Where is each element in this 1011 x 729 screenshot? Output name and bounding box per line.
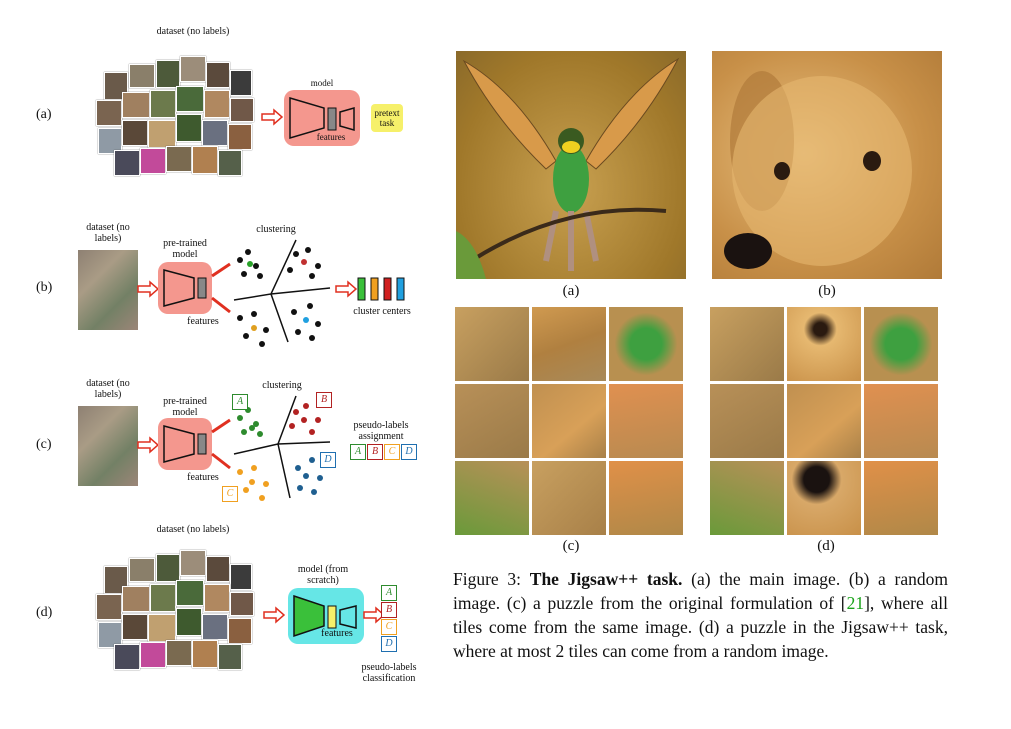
dataset-title-a: dataset (no labels)	[156, 26, 230, 37]
arrow-c-1	[137, 436, 160, 457]
figure-caption: Figure 3: The Jigsaw++ task. (a) the mai…	[453, 567, 948, 663]
class-label-b: B	[381, 602, 397, 618]
class-label-d: D	[381, 636, 397, 652]
features-b: features	[187, 316, 219, 327]
caption-text-2: ], where all tiles come from the same im…	[453, 593, 948, 661]
cluster-label-c: C	[222, 486, 238, 502]
puzzle-tile	[864, 307, 938, 381]
assign-label-d: D	[401, 444, 417, 460]
arrow-b-2	[335, 280, 358, 301]
clustering-plot-b	[233, 239, 331, 347]
puzzle-tile	[532, 461, 606, 535]
sublabel-a: (a)	[562, 283, 580, 299]
model-title-a: model	[310, 78, 334, 88]
puzzle-tile	[864, 384, 938, 458]
image-collage-c	[78, 406, 138, 486]
cluster-label-b: B	[316, 392, 332, 408]
bird-image	[456, 51, 686, 279]
dataset-title-b: dataset (no labels)	[86, 222, 130, 244]
model-title-b: pre-trained model	[163, 238, 207, 260]
puzzle-tile	[455, 307, 529, 381]
puzzle-tile	[532, 384, 606, 458]
model-box-d: features	[288, 588, 364, 644]
arrows-c-split	[211, 418, 231, 470]
puzzle-tile	[455, 384, 529, 458]
puzzle-tile	[710, 307, 784, 381]
puzzle-tile-dog	[787, 461, 861, 535]
image-collage-b	[78, 250, 138, 330]
puzzle-tile	[787, 384, 861, 458]
caption-text-1: (a) the main image. (b) a random image. …	[453, 569, 948, 613]
panel-label-c: (c)	[36, 437, 52, 452]
caption-figure-num: Figure 3:	[453, 569, 522, 589]
puzzle-tile	[609, 307, 683, 381]
puzzle-tile-dog	[787, 307, 861, 381]
arrow-d-2	[363, 606, 386, 627]
dataset-title-c: dataset (no labels)	[86, 378, 130, 400]
model-title-d: model (from scratch)	[297, 564, 349, 586]
pretext-task: pretext task	[371, 104, 403, 132]
clustering-title-b: clustering	[256, 224, 296, 235]
model-features-a: features	[316, 132, 346, 142]
dataset-title-d: dataset (no labels)	[156, 524, 230, 535]
image-collage-a	[84, 42, 254, 192]
puzzle-tile	[455, 461, 529, 535]
cluster-centers-label: cluster centers	[353, 306, 411, 317]
panel-label-b: (b)	[36, 280, 53, 295]
cluster-centers-bars	[357, 277, 405, 301]
puzzle-tile	[609, 384, 683, 458]
panel-label-a: (a)	[36, 107, 52, 122]
arrow-d-1	[263, 606, 286, 627]
caption-citation-link[interactable]: 21	[846, 593, 865, 613]
class-label-a: A	[381, 585, 397, 601]
arrow-b-1	[137, 280, 160, 301]
assign-label-c: C	[384, 444, 400, 460]
puzzle-tile	[710, 461, 784, 535]
sublabel-b: (b)	[818, 283, 836, 299]
caption-title: The Jigsaw++ task.	[529, 569, 683, 589]
puzzle-tile	[532, 307, 606, 381]
model-box-b	[158, 262, 212, 314]
model-box-a: model features	[284, 78, 360, 146]
dog-image	[712, 51, 942, 279]
sublabel-d: (d)	[817, 538, 835, 554]
class-label-c: C	[381, 619, 397, 635]
assign-label-a: A	[350, 444, 366, 460]
panel-label-d: (d)	[36, 605, 53, 620]
sublabel-c: (c)	[562, 538, 580, 554]
puzzle-tile	[609, 461, 683, 535]
image-collage-d	[84, 540, 254, 690]
cluster-label-a: A	[232, 394, 248, 410]
puzzle-tile	[710, 384, 784, 458]
model-title-c: pre-trained model	[163, 396, 207, 418]
pseudo-labels-assignment-title: pseudo-labels assignment	[353, 420, 409, 442]
puzzle-tile	[864, 461, 938, 535]
clustering-title-c: clustering	[262, 380, 302, 391]
model-features-d: features	[321, 628, 353, 639]
pseudo-labels-classification-title: pseudo-labels classification	[361, 662, 417, 684]
arrows-b-split	[211, 262, 231, 314]
clustering-plot-c	[233, 395, 331, 501]
features-c: features	[187, 472, 219, 483]
model-box-c	[158, 418, 212, 470]
cluster-label-d: D	[320, 452, 336, 468]
arrow-a	[261, 108, 284, 129]
assign-label-b: B	[367, 444, 383, 460]
